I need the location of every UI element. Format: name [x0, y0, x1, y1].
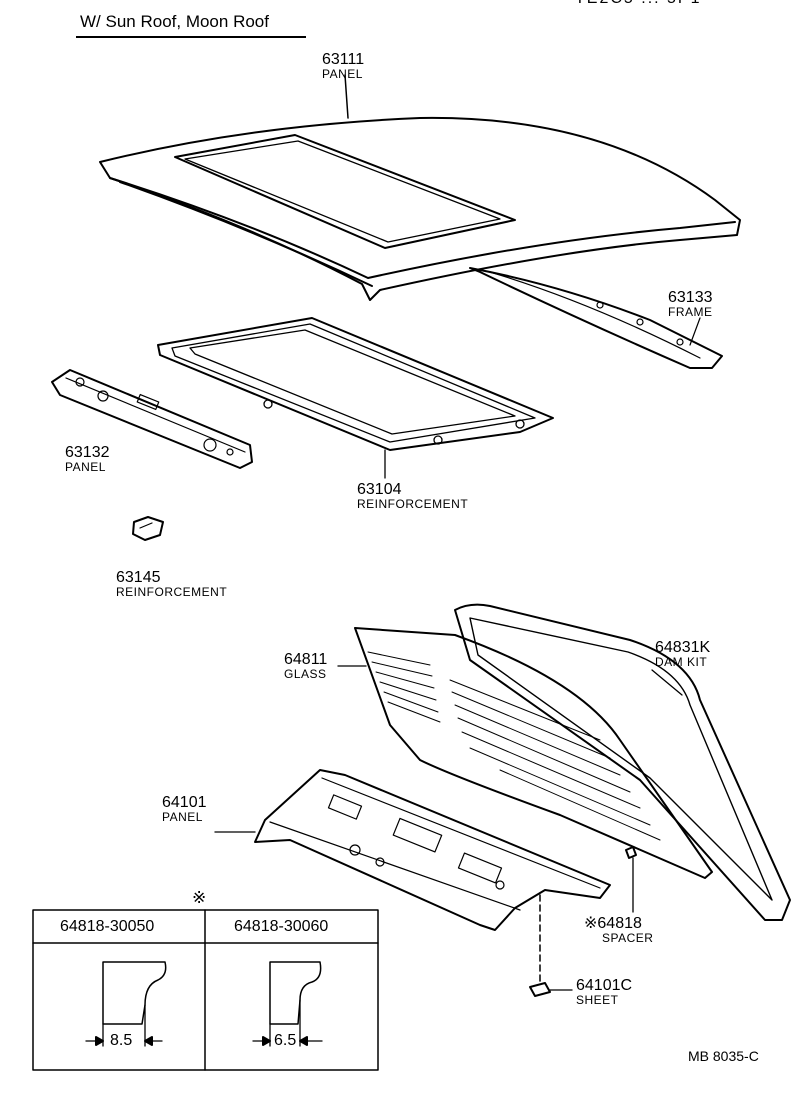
variant-table-drawing: [32, 909, 379, 1071]
part-label-63145: 63145 REINFORCEMENT: [116, 569, 228, 599]
part-number: 63145: [116, 569, 161, 586]
part-label-64831K: 64831K DAM KIT: [655, 639, 711, 669]
tray-panel-drawing: [214, 769, 611, 931]
variant-dimension-2: 6.5: [272, 1032, 299, 1050]
part-label-64101: 64101 PANEL: [162, 794, 207, 824]
part-label-64818: ※64818 SPACER: [584, 915, 654, 945]
part-name: SHEET: [576, 993, 619, 1007]
spacer-drawing: [625, 846, 637, 913]
part-name: SPACER: [602, 931, 654, 945]
header-panel-drawing: [51, 369, 253, 469]
dam-kit-drawing: [454, 603, 791, 921]
part-number: 64101C: [576, 977, 633, 994]
diagram-title: W/ Sun Roof, Moon Roof: [80, 12, 269, 31]
part-number: 64831K: [655, 639, 711, 656]
variant-header-1: 64818-30050: [60, 918, 155, 935]
part-number: 64101: [162, 794, 207, 811]
reinforcement-ring-drawing: [157, 317, 554, 479]
part-label-64101C: 64101C SHEET: [576, 977, 633, 1007]
part-name: FRAME: [668, 305, 713, 319]
roof-panel-drawing: [99, 74, 741, 301]
part-label-63104: 63104 REINFORCEMENT: [357, 481, 469, 511]
part-label-63111: 63111 PANEL: [322, 51, 365, 81]
part-number: ※64818: [584, 915, 642, 932]
small-bracket-drawing: [132, 516, 164, 541]
part-number: 64811: [284, 651, 328, 668]
part-name: PANEL: [322, 67, 363, 81]
part-name: PANEL: [162, 810, 203, 824]
part-name: DAM KIT: [655, 655, 708, 669]
part-label-64811: 64811 GLASS: [284, 651, 328, 681]
part-number: 63133: [668, 289, 713, 306]
part-name: GLASS: [284, 667, 327, 681]
part-label-63133: 63133 FRAME: [668, 289, 713, 319]
frame-drawing: [469, 267, 723, 369]
part-number: 63132: [65, 444, 110, 461]
variant-dimension-1: 8.5: [108, 1032, 135, 1050]
glass-drawing: [337, 627, 713, 879]
sheet-drawing: [529, 894, 573, 997]
part-name: REINFORCEMENT: [116, 585, 228, 599]
cropped-header-text: TE2C5 ... 5P1: [575, 0, 702, 8]
part-name: REINFORCEMENT: [357, 497, 469, 511]
part-name: PANEL: [65, 460, 106, 474]
variant-header-2: 64818-30060: [234, 918, 329, 935]
part-number: 63111: [322, 51, 365, 68]
variant-marker: ※: [192, 888, 207, 907]
part-label-63132: 63132 PANEL: [65, 444, 110, 474]
glass-defogger-lines: [367, 651, 661, 841]
part-number: 63104: [357, 481, 402, 498]
title-underline: [76, 36, 306, 38]
drawing-code: MB 8035-C: [688, 1048, 759, 1064]
